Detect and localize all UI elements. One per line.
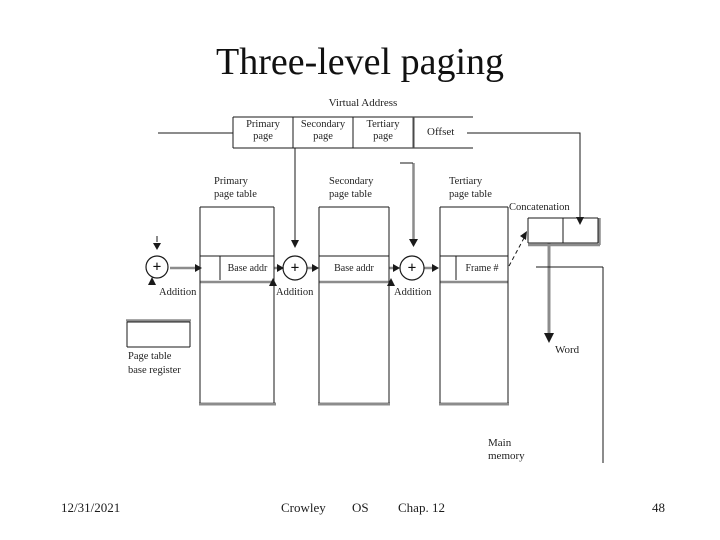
primary-page-table-label: Primary page table bbox=[214, 176, 257, 200]
word-label: Word bbox=[555, 344, 580, 356]
va-field-primary-page: Primary page bbox=[246, 119, 280, 142]
concatenation-label: Concatenation bbox=[509, 202, 570, 213]
footer-page-number: 48 bbox=[652, 500, 665, 515]
black-lines bbox=[126, 116, 604, 463]
arrowheads bbox=[148, 217, 584, 343]
va-field-secondary-page: Secondary page bbox=[300, 119, 346, 142]
page-table-base-register-label: Page table base register bbox=[128, 351, 181, 376]
virtual-address-label: Virtual Address bbox=[328, 97, 398, 109]
frame-number-label: Frame # bbox=[465, 263, 499, 274]
adder-1-symbol: + bbox=[152, 259, 162, 275]
footer-course: OS bbox=[352, 500, 369, 515]
va-field-offset: Offset bbox=[427, 126, 455, 138]
primary-base-addr-label: Base addr bbox=[227, 263, 268, 274]
secondary-base-addr-label: Base addr bbox=[334, 263, 374, 274]
adder-1-circle bbox=[145, 255, 169, 279]
footer-chapter: Chap. 12 bbox=[398, 500, 445, 515]
gray-shadow-lines bbox=[126, 163, 601, 322]
frame-to-concat-dashed-line bbox=[508, 237, 525, 267]
secondary-page-table-label: Secondary page table bbox=[329, 176, 374, 200]
gray-thick-lines bbox=[199, 243, 551, 406]
footer-author: Crowley bbox=[281, 500, 326, 515]
slide-title: Three-level paging bbox=[215, 41, 505, 83]
addition-label-1: Addition bbox=[159, 287, 197, 298]
addition-label-3: Addition bbox=[394, 287, 432, 298]
main-memory-label: Main memory bbox=[488, 437, 525, 462]
va-field-tertiary-page: Tertiary page bbox=[366, 119, 400, 142]
tertiary-page-table-label: Tertiary page table bbox=[449, 176, 492, 200]
adder-circles bbox=[145, 255, 425, 281]
adder-2-symbol: + bbox=[290, 260, 300, 276]
addition-label-2: Addition bbox=[276, 287, 314, 298]
footer-date: 12/31/2021 bbox=[61, 500, 121, 515]
adder-3-symbol: + bbox=[407, 260, 417, 276]
